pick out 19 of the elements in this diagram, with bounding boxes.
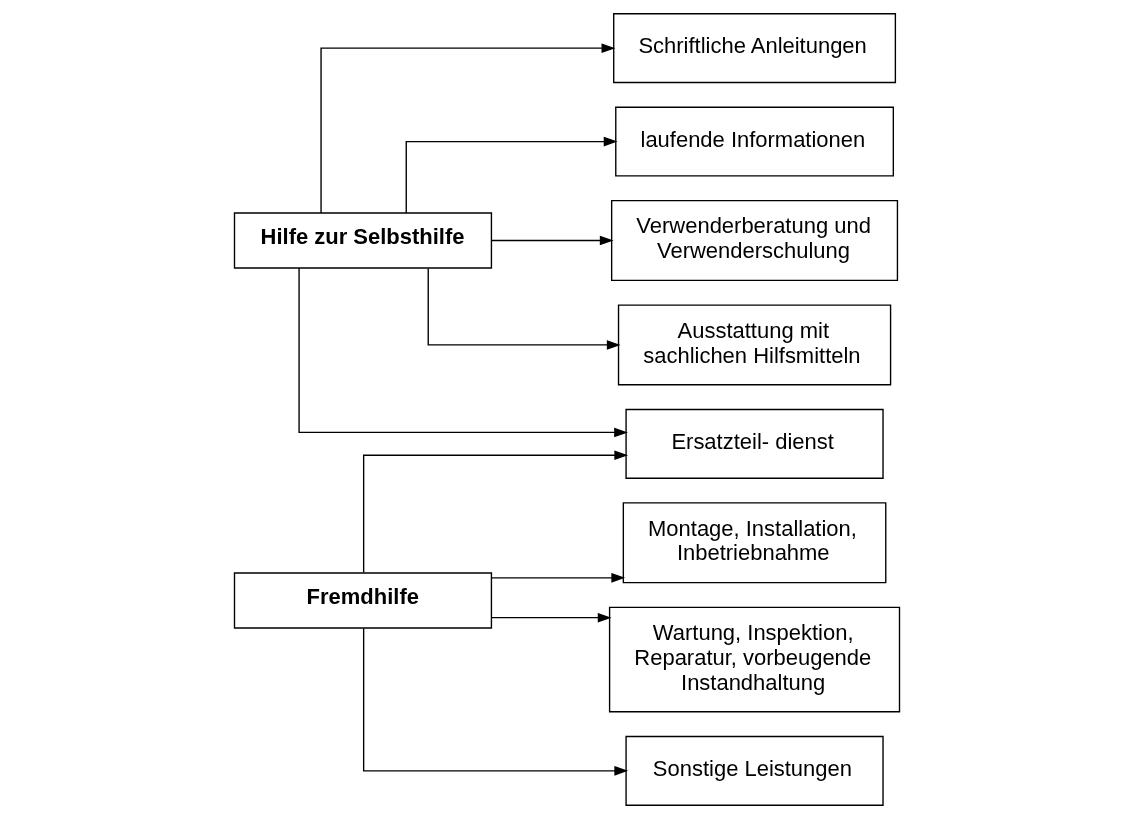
- arrow: [319, 43, 615, 214]
- arrow: [490, 612, 611, 623]
- node-box: Ausstattung mit sachlichen Hilfsmitteln: [617, 304, 891, 386]
- arrow: [405, 136, 617, 214]
- node-box: laufende Informationen: [614, 106, 894, 177]
- node-box: Montage, Installation, Inbetriebnahme: [622, 502, 886, 584]
- arrow: [362, 627, 628, 776]
- node-box: Sonstige Leistungen: [624, 735, 884, 806]
- node-box: Wartung, Inspektion, Reparatur, vorbeugende Instandhaltung: [608, 606, 900, 713]
- node-box: Schriftliche Anleitungen: [612, 13, 896, 84]
- arrow: [490, 573, 625, 583]
- arrow: [427, 267, 621, 350]
- arrow: [297, 267, 628, 438]
- node-box: Verwenderberatung und Verwenderschulung: [610, 199, 898, 282]
- arrow: [362, 450, 628, 574]
- node-box: Ersatzteil- dienst: [624, 408, 884, 479]
- arrow: [490, 235, 614, 246]
- node-box: Hilfe zur Selbsthilfe: [233, 212, 492, 269]
- node-box: Fremdhilfe: [233, 572, 492, 629]
